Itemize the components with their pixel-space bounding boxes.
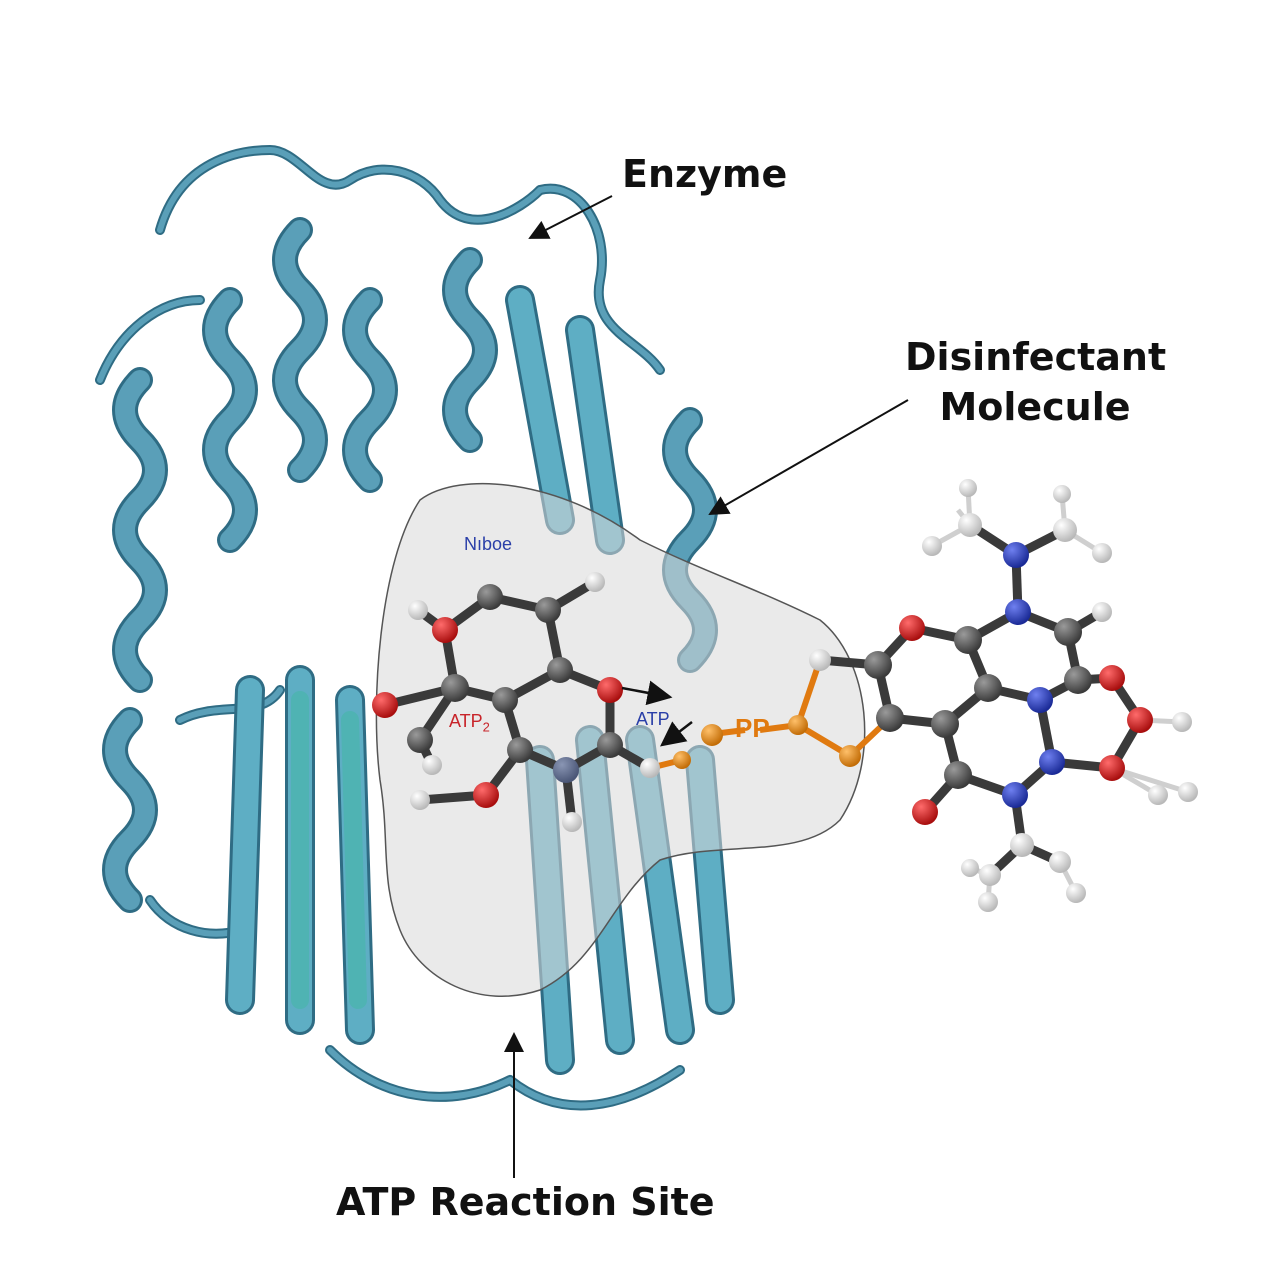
disinfectant-label-line1: Disinfectant xyxy=(905,335,1167,379)
atp2-main: ATP xyxy=(449,711,483,731)
label-arrows xyxy=(504,195,909,1178)
pp-label: PP xyxy=(735,713,770,743)
enzyme-label: Enzyme xyxy=(622,152,788,196)
nribose-label: Nıboe xyxy=(464,534,513,554)
disinfectant-molecule-model xyxy=(759,479,1198,912)
disinfectant-molecule-label: Disinfectant Molecule xyxy=(905,332,1167,432)
disinfectant-arrow xyxy=(708,399,909,515)
enzyme-arrow xyxy=(528,195,613,239)
atp-label: ATP xyxy=(636,709,670,729)
disinfectant-label-line2: Molecule xyxy=(939,385,1131,429)
atp2-subscript: 2 xyxy=(482,719,490,735)
atp-reaction-site-label: ATP Reaction Site xyxy=(336,1180,715,1224)
atp-molecule-model xyxy=(372,572,746,832)
atp2-label: ATP2 xyxy=(449,711,490,735)
